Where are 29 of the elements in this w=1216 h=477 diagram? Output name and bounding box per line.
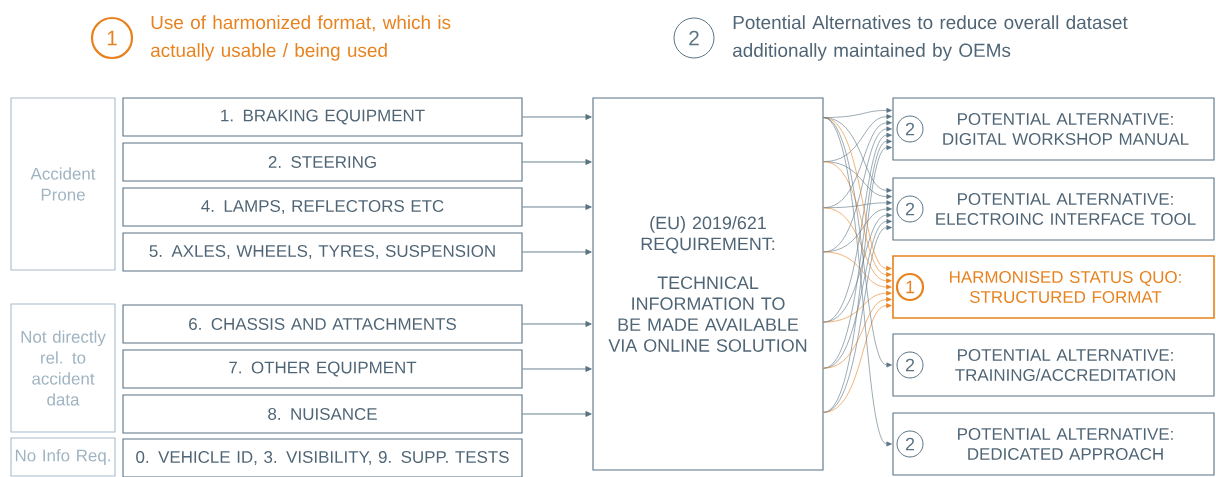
category-box: 5. AXLES, WHEELS, TYRES, SUSPENSION [122, 232, 523, 272]
group-box: Accident Prone [10, 97, 116, 271]
category-box: 6. CHASSIS AND ATTACHMENTS [122, 304, 523, 344]
group-box: No Info Req. [10, 437, 116, 477]
arrow [522, 249, 592, 255]
category-box: 7. OTHER EQUIPMENT [122, 349, 523, 389]
arrow [823, 296, 892, 369]
group-box: Not directly rel. to accident data [10, 303, 116, 433]
arrow [823, 225, 892, 413]
arrow [522, 159, 592, 165]
category-box: 8. NUISANCE [122, 394, 523, 434]
requirement-box: (EU) 2019/621 REQUIREMENT: TECHNICAL INFORMATION TO BE MADE AVAILABLE VIA ONLINE SOLUTION [592, 97, 824, 471]
arrow [522, 114, 592, 120]
arrow [522, 366, 592, 372]
arrow [823, 207, 892, 284]
arrow [522, 411, 592, 417]
arrow [823, 251, 892, 290]
arrow [522, 204, 592, 210]
arrow [522, 321, 592, 327]
arrow [823, 303, 892, 413]
heading-text: Potential Alternatives to reduce overall dataset additionally maintained by OEMs [733, 15, 1128, 61]
category-box: 1. BRAKING EQUIPMENT [122, 97, 523, 137]
category-box: 2. STEERING [122, 142, 523, 182]
heading-text: Use of harmonized format, which is actually usable / being used [151, 15, 451, 61]
arrow [823, 117, 892, 447]
arrow [823, 290, 892, 323]
arrow [823, 161, 892, 278]
category-box: 4. LAMPS, REFLECTORS ETC [122, 187, 523, 227]
category-box: 0. VEHICLE ID, 3. VISIBILITY, 9. SUPP. TESTS [122, 438, 523, 477]
